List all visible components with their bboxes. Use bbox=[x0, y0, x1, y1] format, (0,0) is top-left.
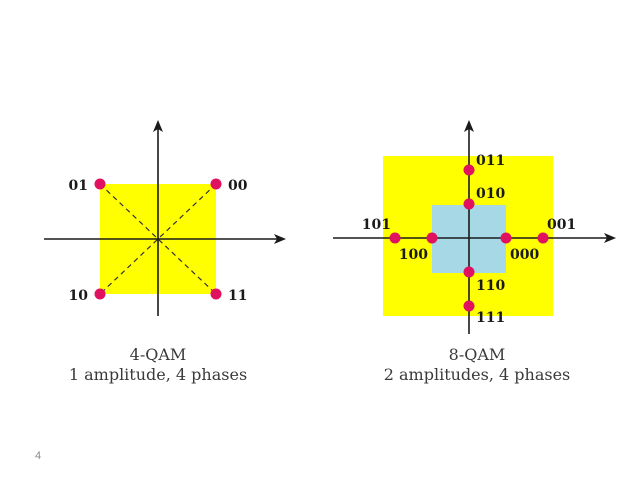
page-number: 4 bbox=[35, 450, 42, 462]
4qam-point-10 bbox=[94, 288, 106, 300]
8qam-caption: 8-QAM 2 amplitudes, 4 phases bbox=[347, 345, 607, 385]
8qam-title: 8-QAM bbox=[448, 345, 506, 364]
diagram-8qam: 001 011 101 111 000 010 100 110 bbox=[333, 120, 616, 334]
4qam-point-11 bbox=[210, 288, 222, 300]
4qam-point-label-10: 10 bbox=[69, 288, 89, 304]
8qam-point-label-100: 100 bbox=[399, 247, 428, 263]
8qam-point-label-011: 011 bbox=[476, 153, 505, 169]
4qam-caption: 4-QAM 1 amplitude, 4 phases bbox=[28, 345, 288, 385]
8qam-point-label-001: 001 bbox=[547, 217, 576, 233]
4qam-point-label-00: 00 bbox=[228, 178, 248, 194]
8qam-subtitle: 2 amplitudes, 4 phases bbox=[383, 365, 571, 384]
4qam-point-01 bbox=[94, 178, 106, 190]
8qam-point-100 bbox=[426, 232, 438, 244]
8qam-point-label-110: 110 bbox=[476, 278, 505, 294]
8qam-point-001 bbox=[537, 232, 549, 244]
4qam-point-00 bbox=[210, 178, 222, 190]
8qam-point-label-010: 010 bbox=[476, 186, 505, 202]
8qam-point-110 bbox=[463, 266, 475, 278]
8qam-point-010 bbox=[463, 198, 475, 210]
4qam-point-label-01: 01 bbox=[69, 178, 88, 194]
8qam-point-011 bbox=[463, 164, 475, 176]
8qam-point-000 bbox=[500, 232, 512, 244]
4qam-subtitle: 1 amplitude, 4 phases bbox=[68, 365, 248, 384]
8qam-point-111 bbox=[463, 300, 475, 312]
4qam-point-label-11: 11 bbox=[228, 288, 247, 304]
8qam-point-101 bbox=[389, 232, 401, 244]
diagram-4qam: 00 01 10 11 bbox=[44, 120, 286, 316]
8qam-point-label-111: 111 bbox=[476, 310, 505, 326]
8qam-point-label-101: 101 bbox=[362, 217, 391, 233]
8qam-point-label-000: 000 bbox=[510, 247, 539, 263]
4qam-title: 4-QAM bbox=[129, 345, 187, 364]
